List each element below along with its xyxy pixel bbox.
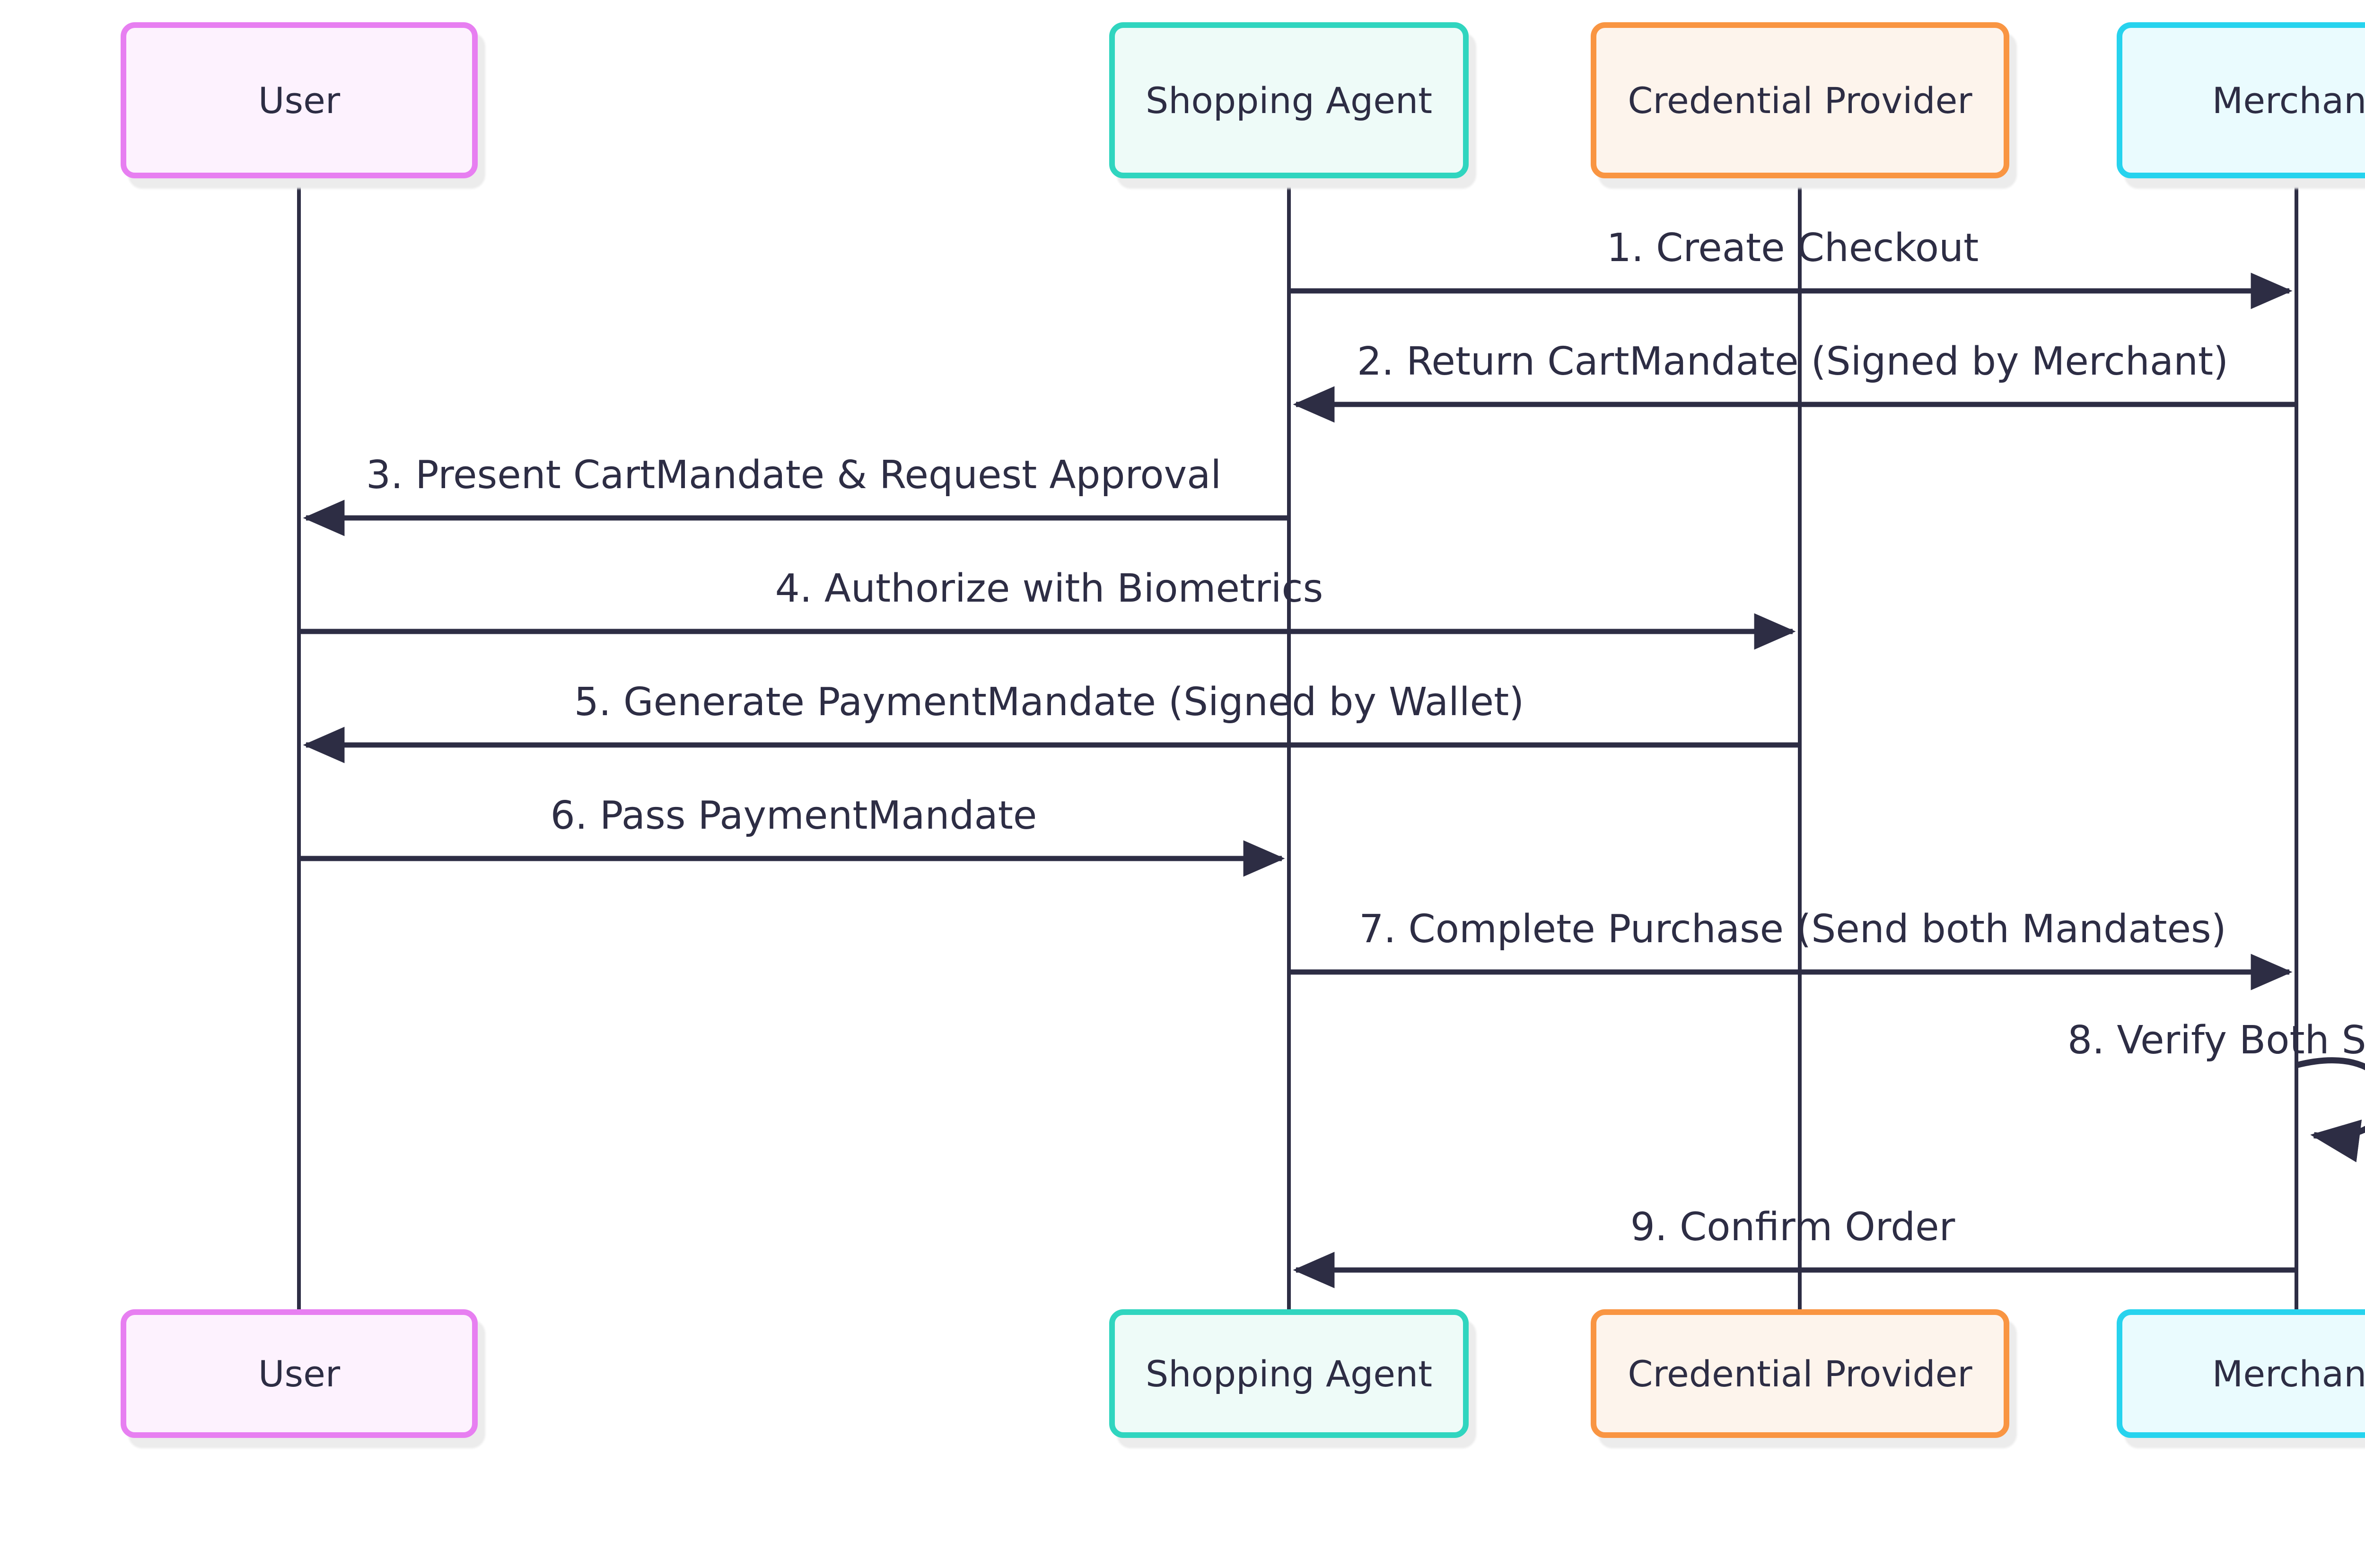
actor-top-credential-provider-label: Credential Provider bbox=[1628, 79, 1972, 122]
actor-top-merchant-label: Merchant bbox=[2212, 79, 2365, 122]
message-label-7: 7. Complete Purchase (Send both Mandates… bbox=[1359, 907, 2226, 952]
actor-bottom-credential-provider-label: Credential Provider bbox=[1628, 1352, 1972, 1395]
message-label-4: 4. Authorize with Biometrics bbox=[775, 566, 1323, 611]
actor-bottom-user-label: User bbox=[258, 1352, 341, 1395]
actor-top-shopping-agent-label: Shopping Agent bbox=[1145, 79, 1433, 122]
message-label-5: 5. Generate PaymentMandate (Signed by Wa… bbox=[574, 680, 1524, 725]
message-label-6: 6. Pass PaymentMandate bbox=[550, 793, 1037, 838]
actor-bottom-user: User bbox=[121, 1309, 478, 1438]
actor-top-credential-provider: Credential Provider bbox=[1591, 22, 2009, 178]
message-label-1: 1. Create Checkout bbox=[1606, 226, 1979, 271]
actor-bottom-merchant-label: Merchant bbox=[2212, 1352, 2365, 1395]
actor-bottom-merchant: Merchant bbox=[2117, 1309, 2365, 1438]
actor-bottom-shopping-agent-label: Shopping Agent bbox=[1145, 1352, 1433, 1395]
actor-top-shopping-agent: Shopping Agent bbox=[1109, 22, 1469, 178]
message-label-2: 2. Return CartMandate (Signed by Merchan… bbox=[1357, 339, 2229, 384]
actor-top-merchant: Merchant bbox=[2117, 22, 2365, 178]
actor-bottom-credential-provider: Credential Provider bbox=[1591, 1309, 2009, 1438]
message-label-9: 9. Confirm Order bbox=[1630, 1205, 1955, 1250]
actor-top-user: User bbox=[121, 22, 478, 178]
message-label-3: 3. Present CartMandate & Request Approva… bbox=[366, 453, 1222, 498]
message-label-8: 8. Verify Both Signatures bbox=[2067, 1018, 2365, 1063]
arrow-message-8-self-loop bbox=[2295, 1057, 2365, 1163]
actor-top-user-label: User bbox=[258, 79, 341, 122]
actor-bottom-shopping-agent: Shopping Agent bbox=[1109, 1309, 1469, 1438]
